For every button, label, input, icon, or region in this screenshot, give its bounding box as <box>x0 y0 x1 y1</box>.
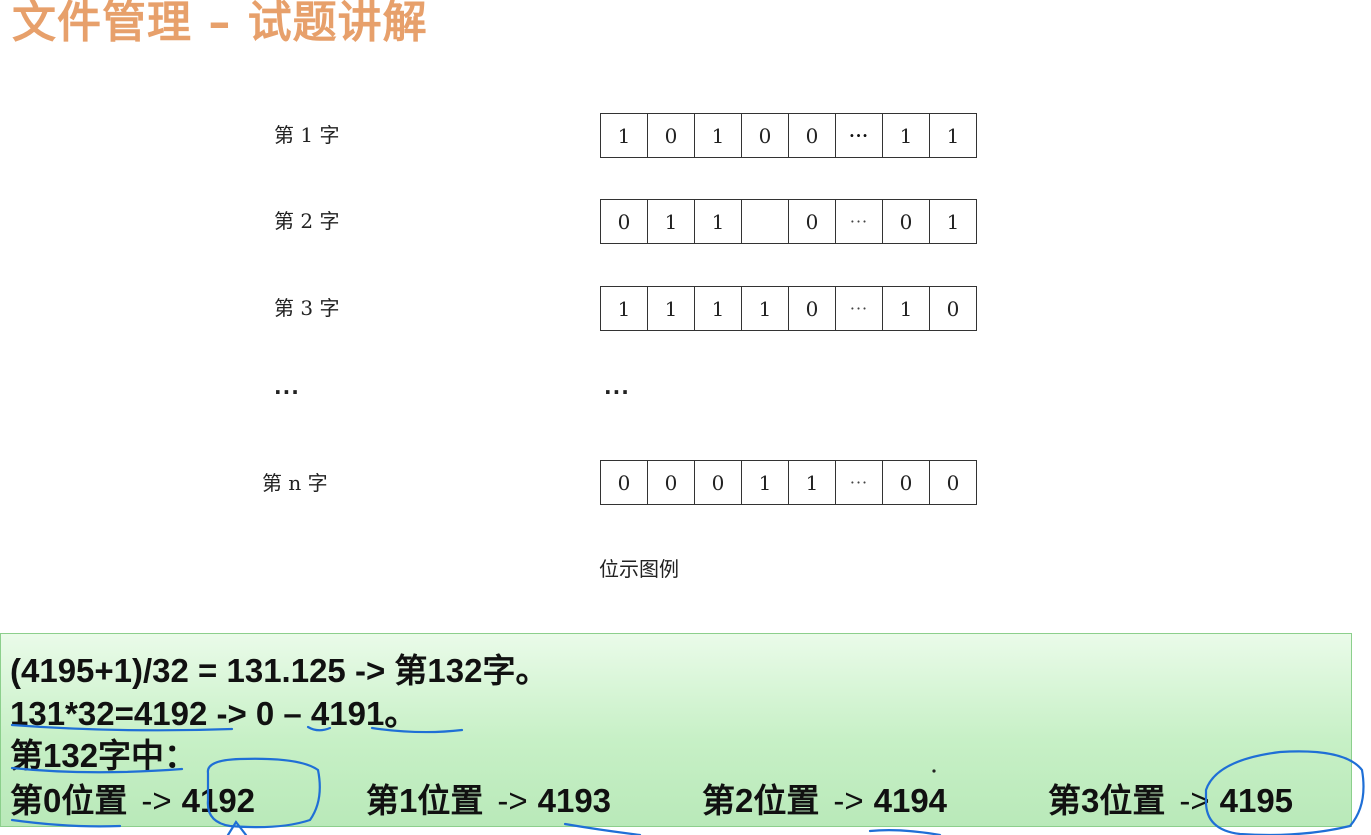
position-value: 4192 <box>181 782 256 819</box>
position-value: 4194 <box>873 782 948 819</box>
position-2: 第2位置 ->4194 <box>702 774 947 822</box>
row-label-n: 第 n 字 <box>262 471 328 495</box>
bitmap-row-2: 0 1 1 0 ··· 0 1 <box>600 199 977 244</box>
bitmap-row-n: 0 0 0 1 1 ··· 0 0 <box>600 460 977 505</box>
explanation-line-1: (4195+1)/32 = 131.125 -> 第132字。 <box>10 652 549 689</box>
position-label: 第2位置 <box>702 782 820 819</box>
bitmap-row-1: 1 0 1 0 0 ··· 1 1 <box>600 113 977 158</box>
bitmap-row-ellipsis: ··· <box>604 380 630 404</box>
bit-cell: 0 <box>695 461 742 504</box>
position-label: 第0位置 <box>10 782 128 819</box>
position-1: 第1位置 ->4193 <box>366 774 611 822</box>
bit-cell: 1 <box>946 209 960 234</box>
bit-cell: 0 <box>883 200 930 243</box>
bit-cell-ellipsis: ··· <box>836 114 883 157</box>
bit-cell: 0 <box>789 114 836 157</box>
bit-cell: 0 <box>601 461 648 504</box>
position-3: 第3位置 ->4195 <box>1048 774 1293 822</box>
row-label-1: 第 1 字 <box>274 123 340 147</box>
bit-cell: 1 <box>883 287 930 330</box>
bit-cell: 0 <box>946 470 960 495</box>
position-label: 第3位置 <box>1048 782 1166 819</box>
underline-4194 <box>868 829 942 835</box>
arrow: -> <box>497 782 528 819</box>
explanation-line-3: 第132字中： <box>10 737 198 774</box>
bit-cell: 1 <box>946 123 960 148</box>
bitmap-row-3: 1 1 1 1 0 ··· 1 0 <box>600 286 977 331</box>
bit-cell-ellipsis: ··· <box>836 200 883 243</box>
bit-cell: 0 <box>742 114 789 157</box>
bit-cell: 0 <box>946 296 960 321</box>
bit-cell: 1 <box>742 287 789 330</box>
bit-cell: 0 <box>601 200 648 243</box>
row-label-2: 第 2 字 <box>274 209 340 233</box>
bit-cell: 1 <box>789 461 836 504</box>
bit-cell <box>742 200 789 243</box>
bit-cell: 1 <box>883 114 930 157</box>
bit-cell: 0 <box>883 461 930 504</box>
position-value: 4195 <box>1219 782 1294 819</box>
position-value: 4193 <box>537 782 612 819</box>
bit-cell-ellipsis: ··· <box>836 461 883 504</box>
bit-cell: 0 <box>789 200 836 243</box>
bit-cell: 1 <box>742 461 789 504</box>
bit-cell: 0 <box>648 114 695 157</box>
bitmap-caption: 位示图例 <box>599 559 679 581</box>
arrow: -> <box>833 782 864 819</box>
bit-cell: 1 <box>695 114 742 157</box>
bit-cell: 0 <box>789 287 836 330</box>
position-label: 第1位置 <box>366 782 484 819</box>
position-0: 第0位置 ->4192 <box>10 774 255 822</box>
arrow: -> <box>141 782 172 819</box>
row-label-ellipsis: ··· <box>274 380 300 404</box>
arrow: -> <box>1179 782 1210 819</box>
bit-cell: 1 <box>648 200 695 243</box>
bit-cell: 1 <box>695 200 742 243</box>
row-label-3: 第 3 字 <box>274 296 340 320</box>
bit-cell: 1 <box>601 114 648 157</box>
bit-cell-ellipsis: ··· <box>836 287 883 330</box>
bit-cell: 1 <box>648 287 695 330</box>
bit-cell: 1 <box>695 287 742 330</box>
bit-cell: 0 <box>648 461 695 504</box>
page-title: 文件管理 – 试题讲解 <box>12 0 428 48</box>
explanation-line-2: 131*32=4192 -> 0 – 4191。 <box>10 695 418 732</box>
bit-cell: 1 <box>601 287 648 330</box>
